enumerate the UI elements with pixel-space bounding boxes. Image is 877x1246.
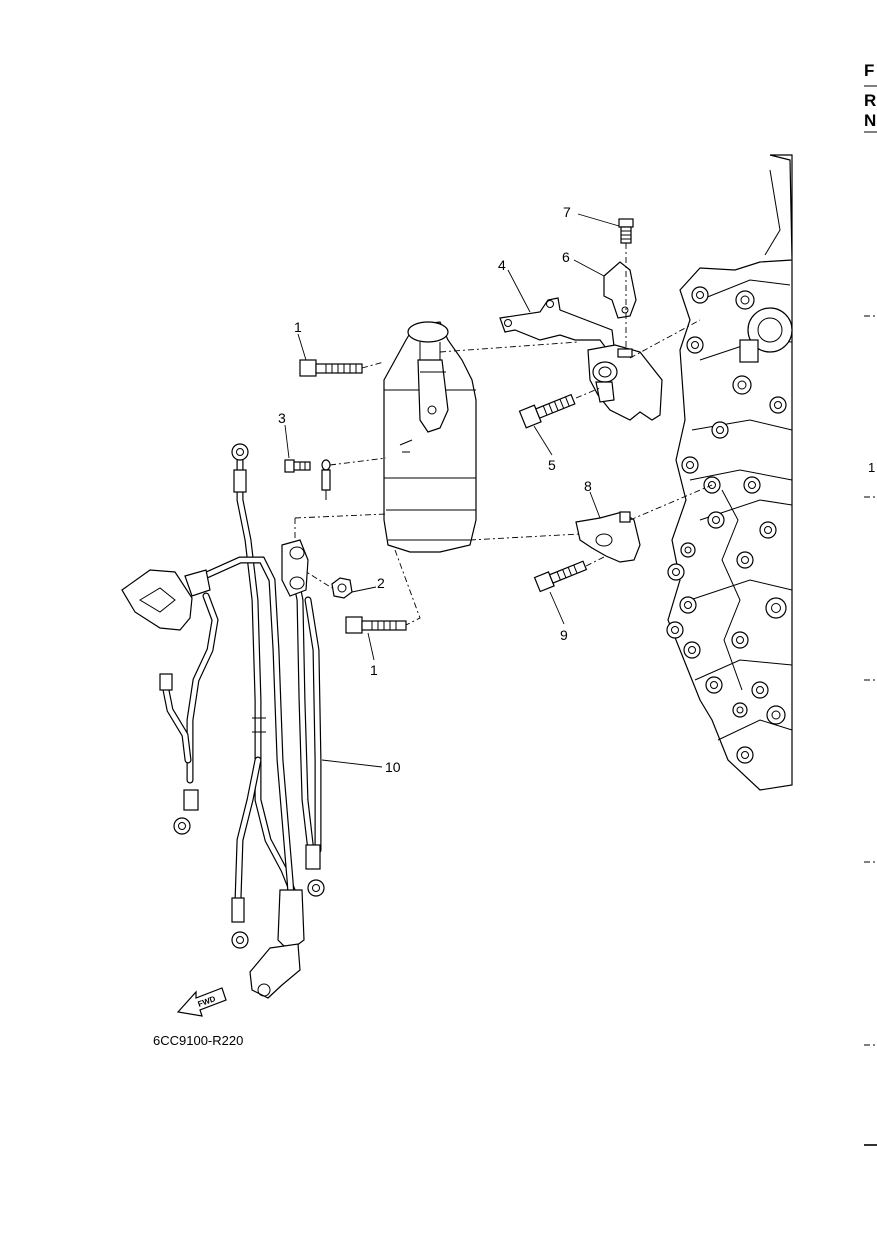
callout-7: 7: [563, 204, 571, 220]
screw-3: [284, 459, 331, 500]
edge-letter-r: R: [864, 91, 876, 110]
callout-5: 5: [548, 457, 556, 473]
callout-6: 6: [562, 249, 570, 265]
callout-10: 10: [385, 759, 401, 775]
bolt-5: [518, 393, 576, 429]
right-edge-labels: F R N 1: [864, 61, 877, 1146]
leader-lines: [284, 213, 620, 768]
callout-3: 3: [278, 410, 286, 426]
wiring-harness-10: [121, 443, 325, 999]
nut-2: [331, 577, 353, 599]
edge-letter-n: N: [864, 111, 876, 130]
starter-mount-bracket: [587, 344, 663, 421]
callout-labels: 1 1 2 3 4 5 6 7 8 9 10: [278, 204, 592, 775]
diagram-code: 6CC9100-R220: [153, 1033, 243, 1048]
engine-block: [666, 154, 793, 791]
bolt-7: [618, 218, 634, 350]
callout-9: 9: [560, 627, 568, 643]
assembly-lines: [294, 319, 713, 626]
bracket-8: [575, 511, 641, 563]
callout-2: 2: [377, 575, 385, 591]
callout-8: 8: [584, 478, 592, 494]
edge-letter-f: F: [864, 61, 874, 80]
bracket-4: [499, 297, 615, 349]
fwd-arrow-icon: FWD: [176, 987, 227, 1017]
edge-numeral: 1: [868, 460, 875, 475]
callout-1-top: 1: [294, 319, 302, 335]
callout-4: 4: [498, 257, 506, 273]
bolt-9: [533, 560, 588, 593]
bolt-1-bottom: [345, 616, 407, 634]
callout-1-bottom: 1: [370, 662, 378, 678]
starter-motor: [383, 321, 477, 553]
bracket-6: [603, 261, 637, 319]
bolt-1-top: [299, 359, 363, 377]
